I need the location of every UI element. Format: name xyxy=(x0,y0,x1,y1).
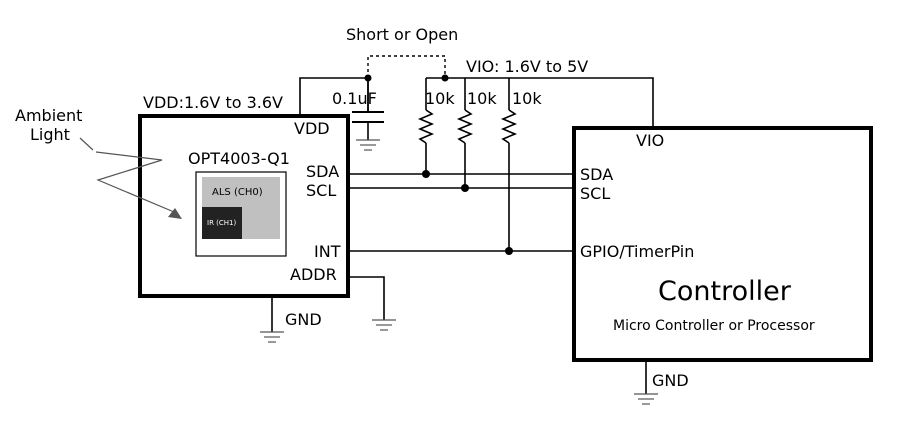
ir-channel-area xyxy=(202,207,242,239)
capacitor-label: 0.1uF xyxy=(332,89,377,108)
vdd-supply-label: VDD:1.6V to 3.6V xyxy=(143,93,283,112)
controller-pin-sda: SDA xyxy=(580,165,613,184)
resistor-r3 xyxy=(500,109,518,144)
ambient-light-label-line1: Ambient xyxy=(15,106,82,125)
junction-scl xyxy=(461,184,469,192)
sensor-pin-scl: SCL xyxy=(306,181,336,200)
capacitor-ground-icon xyxy=(356,139,380,151)
sensor-pin-sda: SDA xyxy=(306,162,339,181)
junction-vio xyxy=(441,74,449,82)
sensor-pin-int: INT xyxy=(314,242,341,261)
sensor-name: OPT4003-Q1 xyxy=(188,149,290,168)
sensor-pin-vdd: VDD xyxy=(294,119,330,138)
light-ray-icon xyxy=(95,151,175,213)
controller-pin-scl: SCL xyxy=(580,184,610,203)
ambient-light-leader xyxy=(79,137,94,151)
addr-wire xyxy=(348,276,385,320)
vio-supply-label: VIO: 1.6V to 5V xyxy=(466,57,588,76)
resistor-r2 xyxy=(456,109,474,144)
sensor-gnd-label: GND xyxy=(285,310,322,329)
r1-label: 10k xyxy=(425,89,455,108)
controller-ground-icon xyxy=(634,393,658,405)
r3-label: 10k xyxy=(512,89,542,108)
controller-pin-gpio: GPIO/TimerPin xyxy=(580,242,694,261)
light-arrow-icon xyxy=(168,208,182,219)
junction-sda xyxy=(422,170,430,178)
resistor-r1 xyxy=(417,109,435,144)
junction-int xyxy=(505,247,513,255)
addr-ground-icon xyxy=(372,319,396,331)
short-open-jumper xyxy=(367,55,446,78)
r2-label: 10k xyxy=(467,89,497,108)
controller-pin-vio: VIO xyxy=(636,131,664,150)
ir-channel-label: IR (CH1) xyxy=(207,219,236,227)
als-channel-label: ALS (CH0) xyxy=(212,187,263,198)
controller-box xyxy=(572,126,873,362)
sensor-ground-icon xyxy=(260,331,284,343)
vio-rail-wire xyxy=(445,77,654,128)
short-or-open-label: Short or Open xyxy=(346,25,458,44)
ambient-light-label-line2: Light xyxy=(30,125,70,144)
controller-subtitle: Micro Controller or Processor xyxy=(613,318,815,334)
controller-title: Controller xyxy=(658,276,792,307)
sensor-pin-addr: ADDR xyxy=(290,265,337,284)
controller-gnd-label: GND xyxy=(652,371,689,390)
